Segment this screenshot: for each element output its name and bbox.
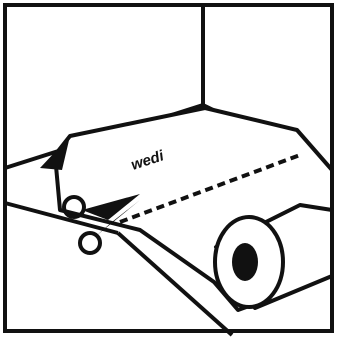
scissors-blade-bottom xyxy=(96,200,140,236)
cut-line xyxy=(119,153,301,224)
scissors-handle-top xyxy=(62,195,86,219)
scissors-icon xyxy=(62,194,140,255)
floor-line-diagonal xyxy=(116,231,234,337)
scissors-handle-bottom xyxy=(78,231,102,255)
scissors-blade-top xyxy=(82,194,140,220)
roll-core xyxy=(232,243,258,281)
sheet-fold xyxy=(40,136,70,170)
membrane-roll xyxy=(213,203,334,310)
floor-line-upper xyxy=(4,201,119,235)
